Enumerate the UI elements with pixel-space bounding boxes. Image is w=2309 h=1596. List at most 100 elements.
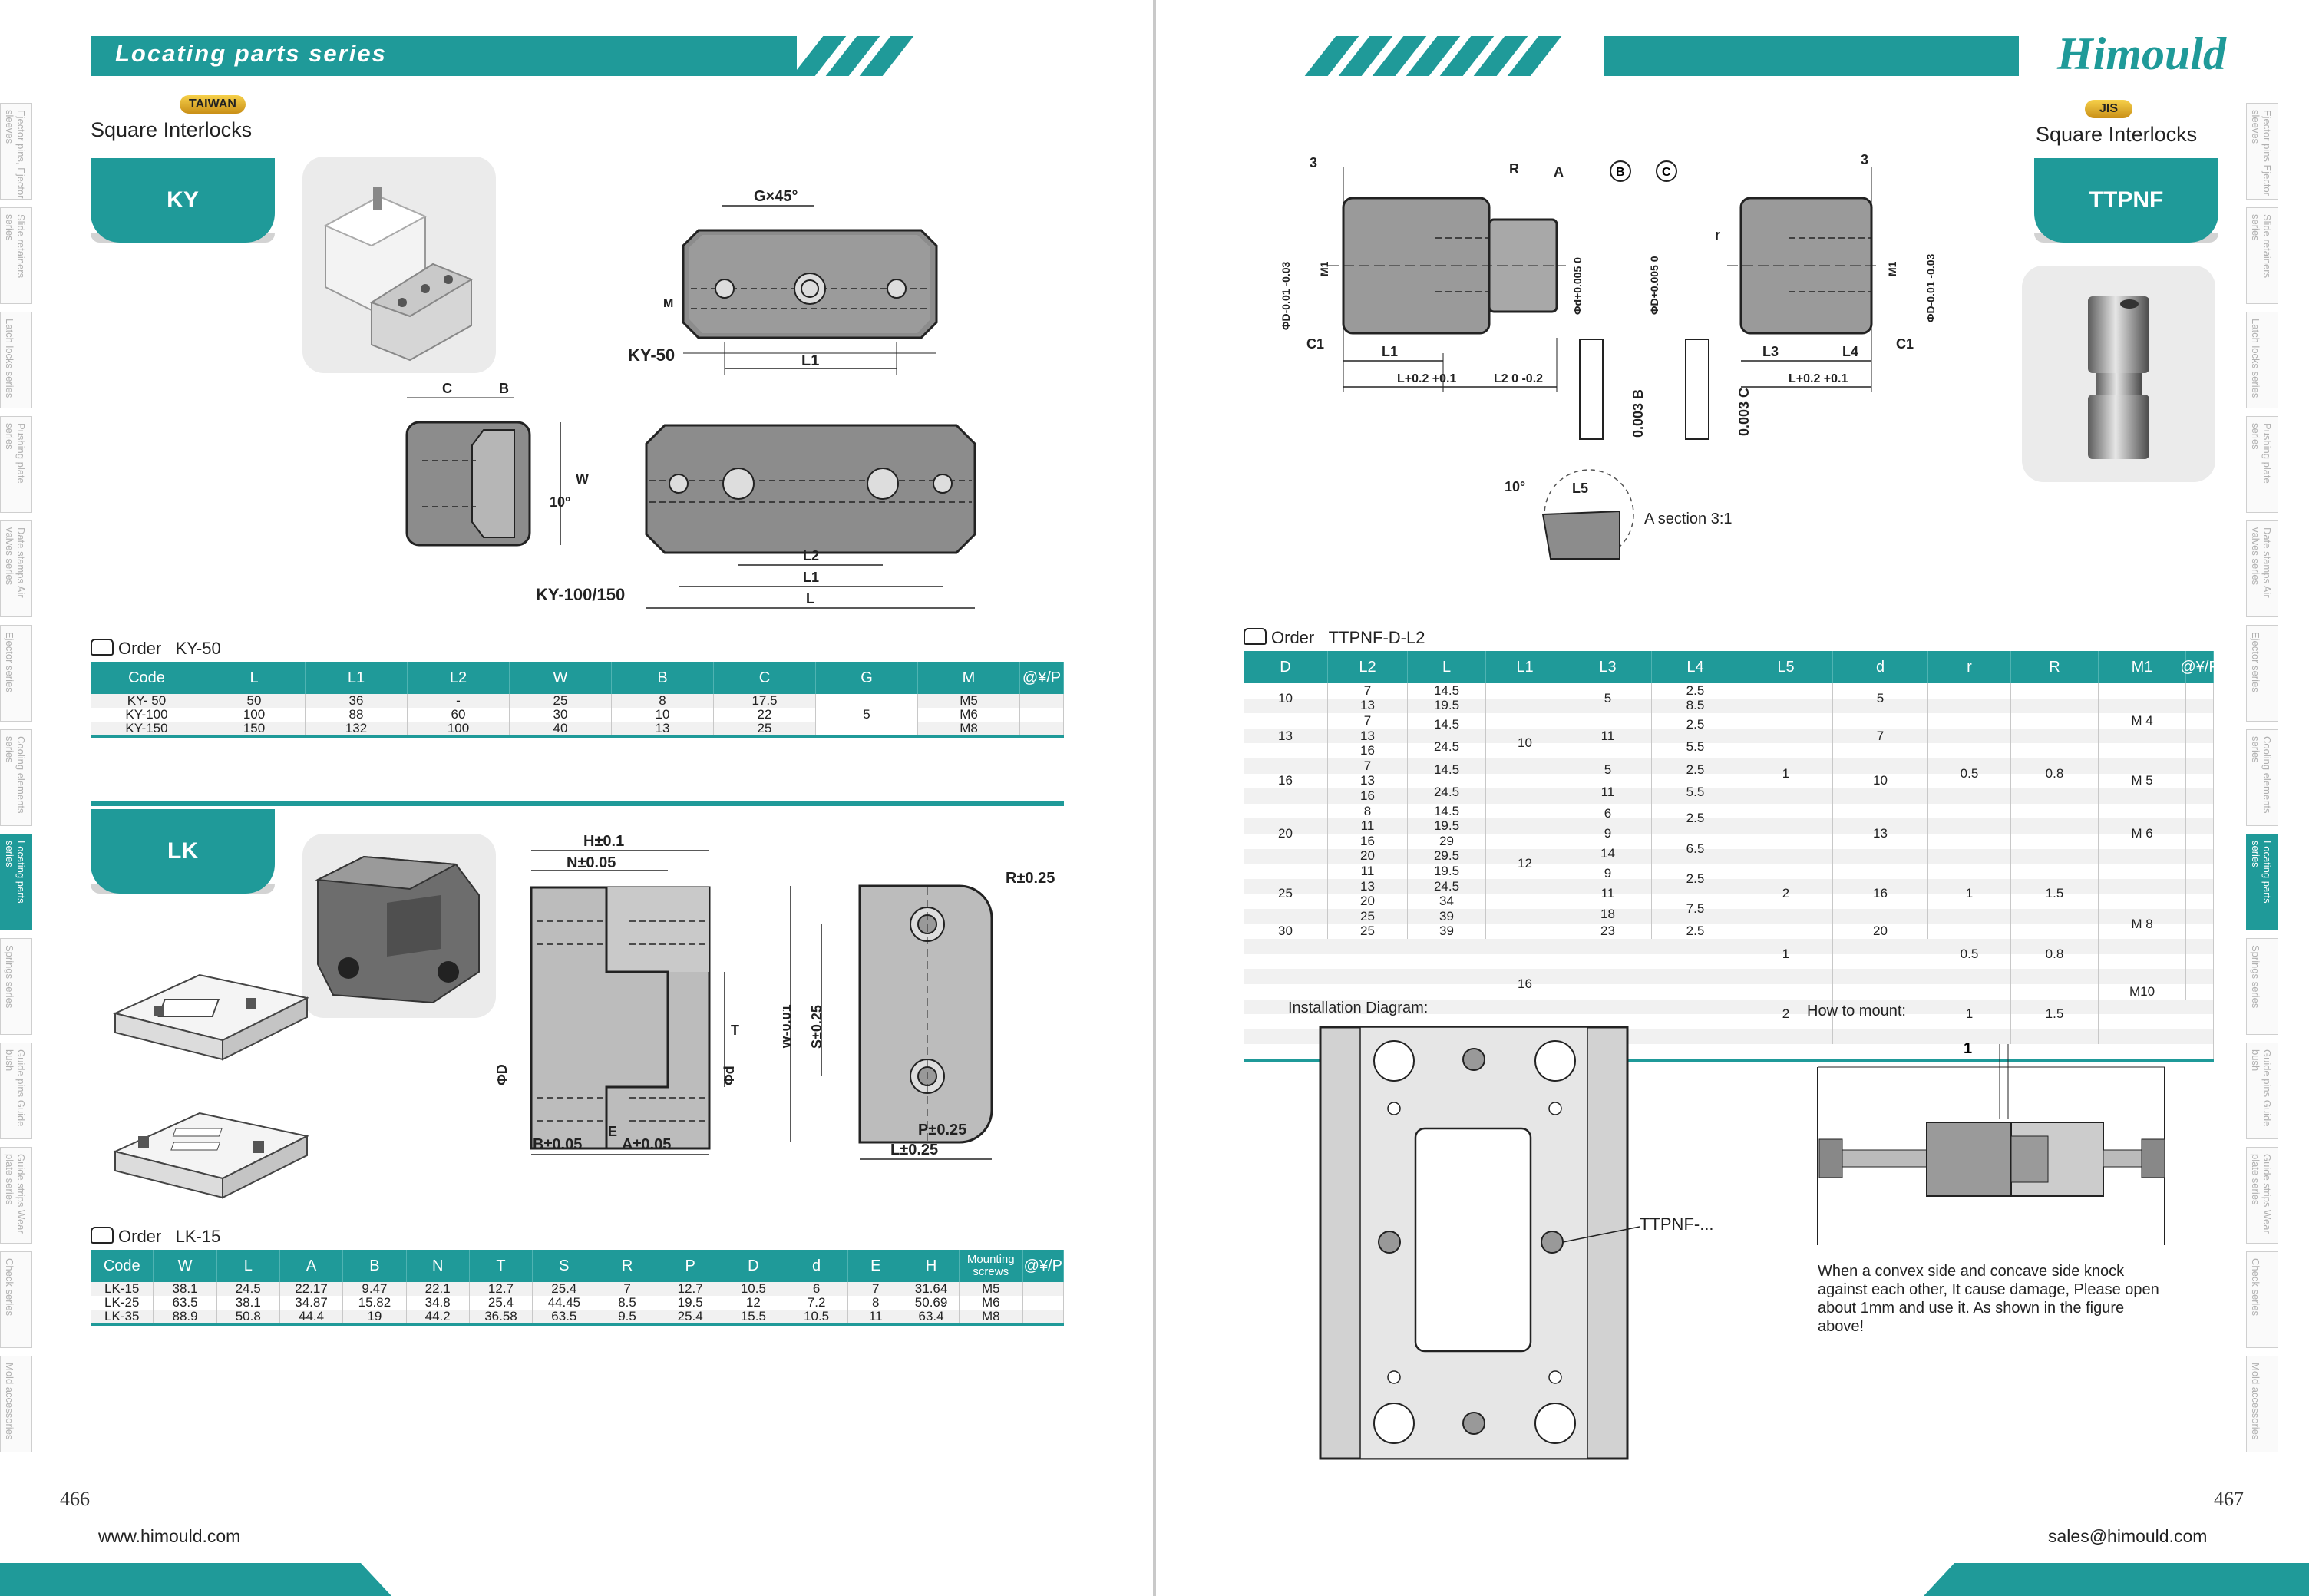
table-cell: 25.4 <box>659 1310 722 1325</box>
ttpnf-l1-label: L1 <box>1382 344 1398 359</box>
table-cell: 36 <box>305 694 408 708</box>
side-tab-label: Date stamps Air valves series <box>2250 527 2273 598</box>
table-cell: 39 <box>1408 924 1486 940</box>
lk-col-dd: d <box>785 1250 849 1282</box>
phone-icon <box>91 639 114 656</box>
side-tab[interactable]: Slide retainers series <box>0 207 32 304</box>
table-cell: 19 <box>342 1310 407 1325</box>
table-cell: 13 <box>1328 773 1408 789</box>
table-cell: 31.64 <box>903 1282 960 1296</box>
table-cell: 10 <box>1833 758 1928 804</box>
side-tab[interactable]: Guide strips Wear plate series <box>0 1147 32 1244</box>
table-cell: KY- 50 <box>91 694 203 708</box>
table-row <box>1244 788 2214 804</box>
left-footer-url[interactable]: www.himould.com <box>98 1526 241 1546</box>
side-tab[interactable]: Locating parts series <box>2246 834 2278 930</box>
side-tab[interactable]: Springs series <box>2246 938 2278 1035</box>
side-tab[interactable]: Guide pins Guide bush <box>2246 1043 2278 1139</box>
side-tab[interactable]: Check series <box>0 1251 32 1348</box>
lk-a-label: A±0.05 <box>622 1136 672 1153</box>
table-cell: 44.4 <box>279 1310 344 1325</box>
table-cell: 12.7 <box>469 1282 533 1296</box>
side-tab[interactable]: Ejector series <box>0 625 32 722</box>
table-cell: 1 <box>1739 924 1833 984</box>
side-tab[interactable]: Date stamps Air valves series <box>0 520 32 617</box>
table-cell: 29.5 <box>1408 848 1486 864</box>
side-tab[interactable]: Slide retainers series <box>2246 207 2278 304</box>
ttpnf-col-header: d <box>1833 651 1928 683</box>
side-tab-label: Ejector pins Ejector sleeves <box>2250 110 2273 196</box>
ky-side-drawing: C B W 10° <box>405 381 589 547</box>
side-tab[interactable]: Locating parts series <box>0 834 32 930</box>
lk-odd-label: Φd <box>722 1066 737 1085</box>
ttpnf-l2-label: L2 0 -0.2 <box>1494 372 1543 385</box>
table-cell: 11 <box>1564 781 1652 804</box>
side-tab[interactable]: Latch locks series <box>2246 312 2278 408</box>
side-tab[interactable]: Springs series <box>0 938 32 1035</box>
table-row <box>1244 728 2214 744</box>
table-cell: LK-15 <box>91 1282 154 1296</box>
table-bottom-border <box>1244 1059 2214 1062</box>
side-tab[interactable]: Mold accessories <box>2246 1356 2278 1452</box>
table-cell: M6 <box>959 1296 1023 1310</box>
table-cell: 1.5 <box>2011 864 2099 924</box>
table-cell: 11 <box>1564 884 1652 904</box>
side-tab[interactable]: Cooling elements series <box>2246 729 2278 826</box>
side-tab[interactable]: Pushing plate series <box>0 416 32 513</box>
side-tab[interactable]: Guide strips Wear plate series <box>2246 1147 2278 1244</box>
table-cell <box>1019 694 1064 708</box>
table-cell: 0.5 <box>1928 924 2011 984</box>
ttpnf-3a-label: 3 <box>1310 155 1317 170</box>
side-tab[interactable]: Cooling elements series <box>0 729 32 826</box>
table-cell: 12 <box>1486 803 1564 924</box>
side-tab[interactable]: Ejector pins, Ejector sleeves <box>0 103 32 200</box>
table-cell: 100 <box>203 708 306 722</box>
side-tab[interactable]: Ejector pins Ejector sleeves <box>2246 103 2278 200</box>
lk-col-a: A <box>279 1250 344 1282</box>
table-cell: 44.45 <box>532 1296 596 1310</box>
table-cell: 5 <box>1564 758 1652 781</box>
table-cell: 8 <box>1328 804 1408 819</box>
table-row <box>1244 909 2214 924</box>
right-subtitle: Square Interlocks <box>2036 123 2198 146</box>
ky-g45-label: G×45° <box>754 188 798 205</box>
ttpnf-col-header: L1 <box>1486 651 1564 683</box>
datum-b-icon: B <box>1610 160 1631 182</box>
side-tab[interactable]: Ejector series <box>2246 625 2278 722</box>
table-cell: 10 <box>1244 683 1328 714</box>
table-cell: KY-100 <box>91 708 203 722</box>
ttpnf-col-header: L2 <box>1328 651 1408 683</box>
side-tab[interactable]: Latch locks series <box>0 312 32 408</box>
side-tab-label: Mold accessories <box>4 1363 15 1440</box>
right-footer-url[interactable]: sales@himould.com <box>2048 1526 2208 1546</box>
table-cell: 20 <box>1328 894 1408 909</box>
mount-title: How to mount: <box>1807 1003 1906 1019</box>
side-tab[interactable]: Mold accessories <box>0 1356 32 1452</box>
ttpnf-col-header: D <box>1244 651 1328 683</box>
table-cell: 22 <box>713 708 816 722</box>
ky-50-caption: KY-50 <box>628 345 676 365</box>
side-tab[interactable]: Pushing plate series <box>2246 416 2278 513</box>
table-cell: 0.5 <box>1928 683 2011 864</box>
table-cell: 16 <box>1328 743 1408 758</box>
table-cell: 9.47 <box>342 1282 407 1296</box>
table-cell: 11 <box>847 1310 904 1325</box>
table-cell: 10.5 <box>722 1282 785 1296</box>
side-tab-label: Slide retainers series <box>2250 214 2273 279</box>
table-cell: M6 <box>917 708 1020 722</box>
side-tab[interactable]: Guide pins Guide bush <box>0 1043 32 1139</box>
ttpnf-od4-label: ΦD-0.01 -0.03 <box>1924 253 1937 322</box>
ky-col-l: L <box>203 662 306 694</box>
lk-col-code: Code <box>91 1250 154 1282</box>
side-tab[interactable]: Date stamps Air valves series <box>2246 520 2278 617</box>
table-cell: 2.5 <box>1652 803 1739 834</box>
side-tab[interactable]: Check series <box>2246 1251 2278 1348</box>
lk-spec-table: Code W L A B N T S R P D d E H Mounting … <box>91 1250 1065 1326</box>
table-cell: 10.5 <box>785 1310 849 1325</box>
table-cell: 50 <box>203 694 306 708</box>
table-cell: 16 <box>1833 864 1928 924</box>
table-cell: 19.5 <box>1408 698 1486 714</box>
ky-order-code: KY-50 <box>175 639 221 658</box>
lk-col-p: P <box>659 1250 722 1282</box>
table-cell: 9.5 <box>596 1310 659 1325</box>
